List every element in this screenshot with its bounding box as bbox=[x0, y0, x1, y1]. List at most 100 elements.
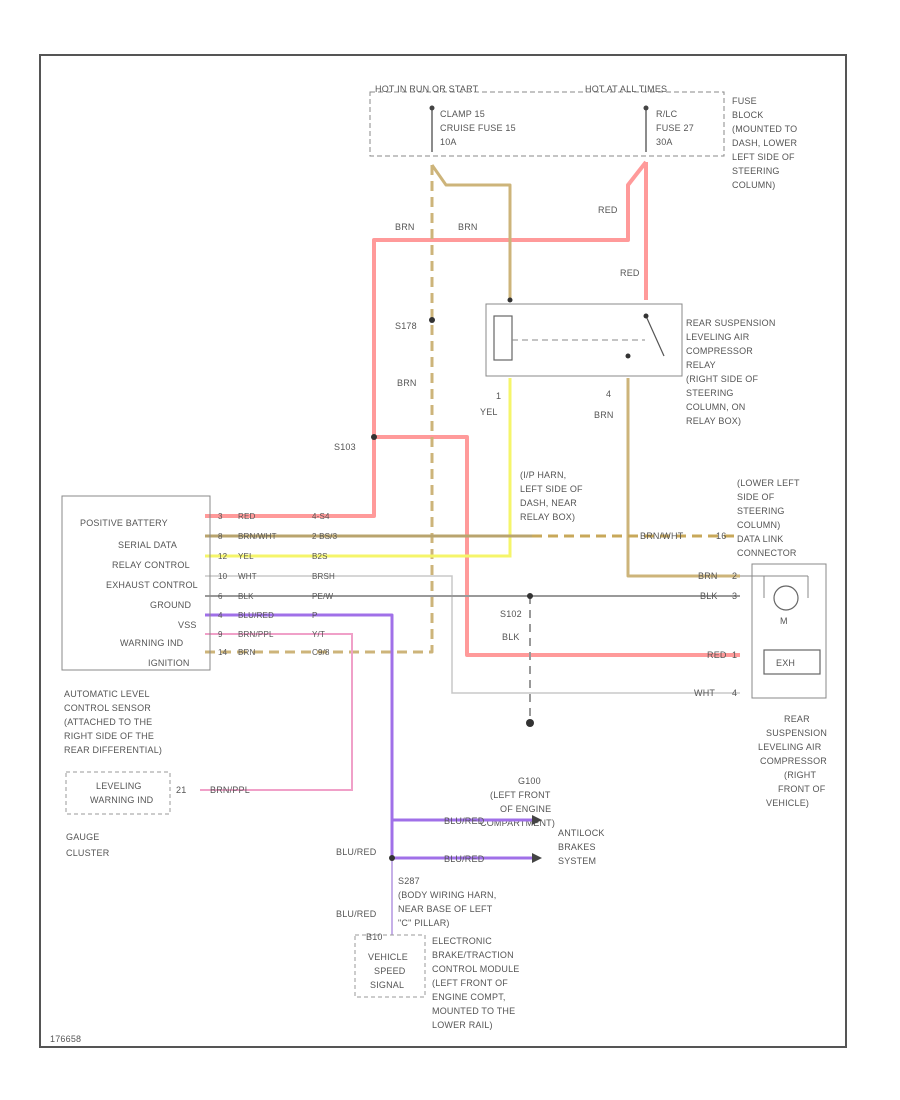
sensor-description: AUTOMATIC LEVEL CONTROL SENSOR (ATTACHED… bbox=[64, 689, 162, 755]
svg-text:COMPRESSOR: COMPRESSOR bbox=[686, 346, 753, 356]
wire-blu-red-label-3: BLU/RED bbox=[336, 847, 377, 857]
wire-blk-label-2: BLK bbox=[700, 591, 718, 601]
svg-text:IGNITION: IGNITION bbox=[148, 658, 190, 668]
level-control-sensor-box bbox=[61, 495, 211, 671]
compressor-pin-d: 4 bbox=[732, 688, 737, 698]
svg-text:BRN/PPL: BRN/PPL bbox=[238, 630, 274, 639]
hot-run-start-label: HOT IN RUN OR START bbox=[375, 84, 479, 94]
fuse-block-outline bbox=[369, 91, 725, 157]
svg-text:STEERING: STEERING bbox=[737, 506, 785, 516]
svg-text:DATA LINK: DATA LINK bbox=[737, 534, 783, 544]
svg-text:10: 10 bbox=[218, 572, 228, 581]
ground-g100-dot bbox=[526, 719, 534, 727]
svg-text:POSITIVE BATTERY: POSITIVE BATTERY bbox=[80, 518, 168, 528]
svg-text:OF ENGINE: OF ENGINE bbox=[500, 804, 551, 814]
svg-text:C9/8: C9/8 bbox=[312, 648, 330, 657]
splice-s178-label: S178 bbox=[395, 321, 417, 331]
svg-text:BRSH: BRSH bbox=[312, 572, 335, 581]
abs-arrow-2 bbox=[532, 853, 542, 863]
fuse-clamp15-line1: CLAMP 15 bbox=[440, 109, 485, 119]
wire-brn-label-3: BRN bbox=[397, 378, 417, 388]
fuse-clamp15-line3: 10A bbox=[440, 137, 457, 147]
svg-text:(LEFT FRONT: (LEFT FRONT bbox=[490, 790, 551, 800]
wire-wht bbox=[205, 575, 740, 694]
sensor-wire-colors: RED BRN/WHT YEL WHT BLK BLU/RED BRN/PPL … bbox=[238, 512, 277, 657]
footer-code: 176658 bbox=[50, 1034, 81, 1044]
wire-brn-label-4: BRN bbox=[594, 410, 614, 420]
gauge-desc-2: CLUSTER bbox=[66, 848, 110, 858]
svg-text:FUSE: FUSE bbox=[732, 96, 757, 106]
wire-blu-red-label-2: BLU/RED bbox=[444, 854, 485, 864]
fuse-rlc-line3: 30A bbox=[656, 137, 673, 147]
svg-text:YEL: YEL bbox=[238, 552, 254, 561]
svg-text:VEHICLE): VEHICLE) bbox=[766, 798, 809, 808]
ebcm-inner-2: SPEED bbox=[374, 966, 406, 976]
svg-text:BLU/RED: BLU/RED bbox=[238, 611, 274, 620]
splice-s102-label: S102 bbox=[500, 609, 522, 619]
svg-text:ENGINE COMPT,: ENGINE COMPT, bbox=[432, 992, 506, 1002]
svg-text:COLUMN): COLUMN) bbox=[737, 520, 780, 530]
svg-text:(BODY WIRING HARN,: (BODY WIRING HARN, bbox=[398, 890, 496, 900]
svg-text:SUSPENSION: SUSPENSION bbox=[766, 728, 827, 738]
svg-text:COLUMN): COLUMN) bbox=[732, 180, 775, 190]
relay-pin-1: 1 bbox=[496, 391, 501, 401]
svg-text:LEVELING AIR: LEVELING AIR bbox=[686, 332, 750, 342]
compressor-motor-label: M bbox=[780, 616, 788, 626]
splice-s102-dot bbox=[527, 593, 533, 599]
fuse-rlc-line2: FUSE 27 bbox=[656, 123, 694, 133]
svg-text:SIDE OF: SIDE OF bbox=[737, 492, 775, 502]
wire-red bbox=[205, 160, 740, 657]
svg-text:BRN/WHT: BRN/WHT bbox=[238, 532, 277, 541]
wire-blu-red-label-4: BLU/RED bbox=[336, 909, 377, 919]
svg-text:4: 4 bbox=[218, 611, 223, 620]
wire-brn-label-2: BRN bbox=[458, 222, 478, 232]
wire-blu-red bbox=[205, 613, 532, 935]
svg-text:(MOUNTED TO: (MOUNTED TO bbox=[732, 124, 797, 134]
splice-s103-label: S103 bbox=[334, 442, 356, 452]
diagram-frame bbox=[39, 54, 847, 1048]
wire-red-label-3: RED bbox=[707, 650, 727, 660]
svg-text:SERIAL DATA: SERIAL DATA bbox=[118, 540, 177, 550]
ebcm-pin: B10 bbox=[366, 932, 383, 942]
wire-brn-label-1: BRN bbox=[395, 222, 415, 232]
fuse-block-description: FUSE BLOCK (MOUNTED TO DASH, LOWER LEFT … bbox=[732, 96, 797, 190]
svg-text:CONTROL SENSOR: CONTROL SENSOR bbox=[64, 703, 151, 713]
svg-text:REAR DIFFERENTIAL): REAR DIFFERENTIAL) bbox=[64, 745, 162, 755]
ebcm-inner-3: SIGNAL bbox=[370, 980, 404, 990]
svg-text:REAR SUSPENSION: REAR SUSPENSION bbox=[686, 318, 776, 328]
svg-text:G100: G100 bbox=[518, 776, 541, 786]
fuse-rlc-line1: R/LC bbox=[656, 109, 678, 119]
wire-yel-label: YEL bbox=[480, 407, 498, 417]
dlc-description: (LOWER LEFT SIDE OF STEERING COLUMN) DAT… bbox=[737, 478, 800, 558]
wire-yel bbox=[205, 378, 512, 558]
sensor-circuit-codes: 4-S4 2 BS/3 B2S BRSH PE/W P Y/T C9/8 bbox=[312, 512, 337, 657]
wire-blk bbox=[205, 595, 740, 720]
svg-text:MOUNTED TO THE: MOUNTED TO THE bbox=[432, 1006, 515, 1016]
gauge-inner-1: LEVELING bbox=[96, 781, 142, 791]
svg-text:GROUND: GROUND bbox=[150, 600, 191, 610]
wire-red-label-1: RED bbox=[598, 205, 618, 215]
svg-text:(RIGHT SIDE OF: (RIGHT SIDE OF bbox=[686, 374, 758, 384]
wire-brn-label-5: BRN bbox=[698, 571, 718, 581]
ground-g100-description: G100 (LEFT FRONT OF ENGINE COMPARTMENT) bbox=[480, 776, 555, 828]
svg-text:(LOWER LEFT: (LOWER LEFT bbox=[737, 478, 800, 488]
svg-text:3: 3 bbox=[218, 512, 223, 521]
svg-text:ELECTRONIC: ELECTRONIC bbox=[432, 936, 492, 946]
svg-text:BLOCK: BLOCK bbox=[732, 110, 764, 120]
svg-text:NEAR BASE OF LEFT: NEAR BASE OF LEFT bbox=[398, 904, 493, 914]
svg-text:FRONT OF: FRONT OF bbox=[778, 784, 826, 794]
svg-text:Y/T: Y/T bbox=[312, 630, 325, 639]
compressor-pin-a: 2 bbox=[732, 571, 737, 581]
compressor-box bbox=[740, 563, 827, 699]
svg-text:LEFT SIDE OF: LEFT SIDE OF bbox=[732, 152, 795, 162]
svg-text:EXHAUST CONTROL: EXHAUST CONTROL bbox=[106, 580, 198, 590]
splice-s178-dot bbox=[429, 317, 435, 323]
wire-brn-ppl bbox=[200, 633, 353, 791]
sensor-pin-numbers: 3 8 12 10 6 4 9 14 bbox=[218, 512, 228, 657]
hot-all-times-label: HOT AT ALL TIMES bbox=[585, 84, 667, 94]
svg-text:ANTILOCK: ANTILOCK bbox=[558, 828, 605, 838]
svg-text:STEERING: STEERING bbox=[732, 166, 780, 176]
relay-pin-4: 4 bbox=[606, 389, 611, 399]
svg-text:(LEFT FRONT OF: (LEFT FRONT OF bbox=[432, 978, 508, 988]
